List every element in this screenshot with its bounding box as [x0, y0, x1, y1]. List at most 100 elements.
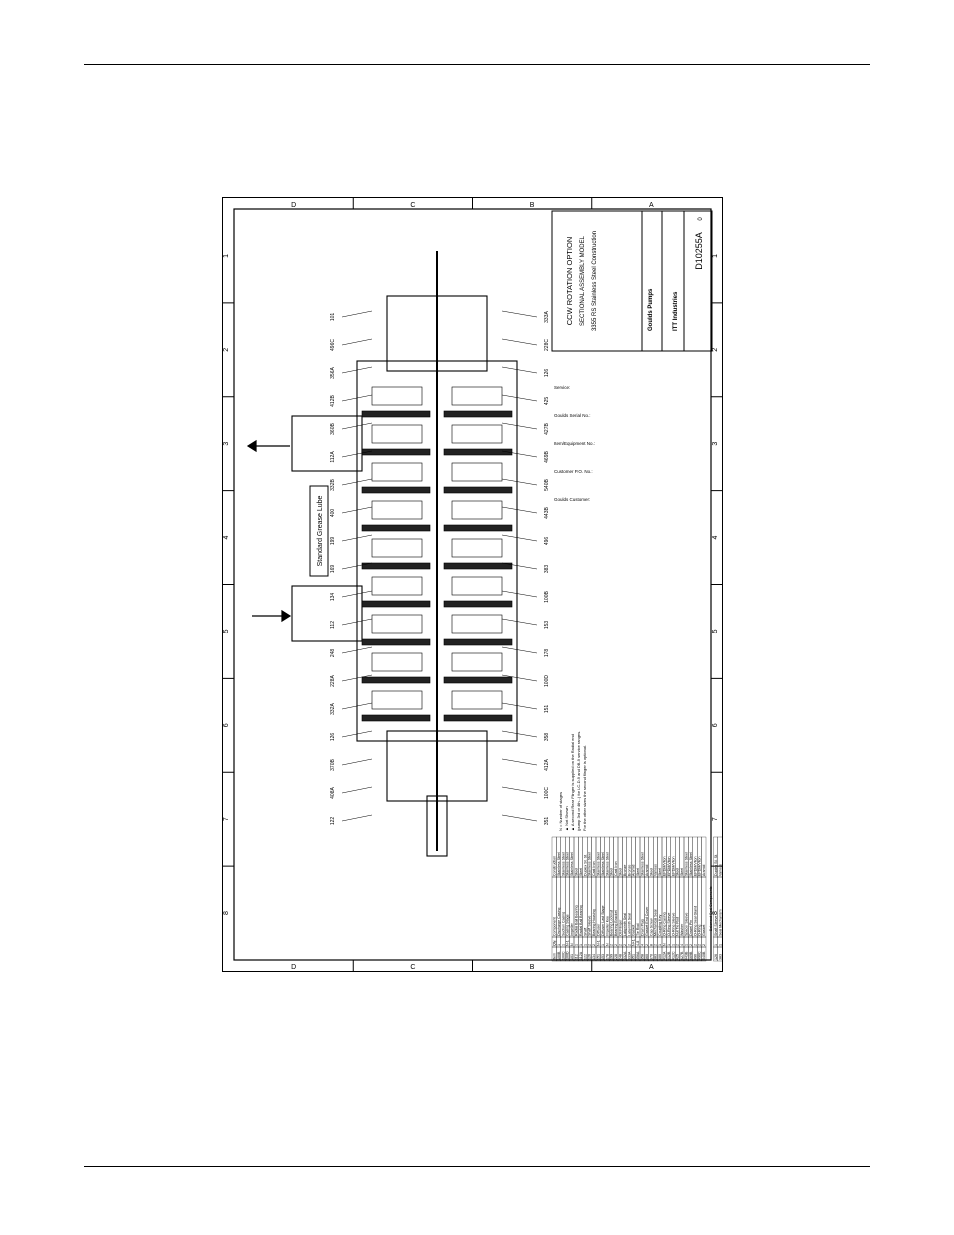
bom-cell-text: Various — [718, 864, 722, 876]
bom-cell-text: Bronze — [627, 865, 631, 876]
bom-cell-text: 151 — [597, 954, 601, 960]
bom-cell-text: 134 — [592, 954, 596, 960]
bom-cell-text: Stainless Steel — [557, 852, 561, 876]
bom-cell-text: 2 — [676, 944, 680, 946]
part-label: 332B — [330, 479, 336, 491]
part-label: 100B — [544, 591, 550, 603]
bom-cell-text: 126 — [714, 954, 718, 960]
bom-cell-text: 412A — [663, 951, 667, 960]
part-label: 228A — [330, 675, 336, 687]
bom-cell-text: O-Ring Casing — [663, 912, 667, 936]
bom-cell-text: 1 — [575, 944, 579, 946]
bom-cell-text: Seal Mechanism — [718, 909, 722, 936]
part-label: 469B — [544, 451, 550, 463]
part-label: 425 — [544, 397, 550, 406]
part-label: 356A — [330, 367, 336, 379]
bom-cell-text: 178 — [605, 954, 609, 960]
zone-letter: B — [530, 202, 535, 209]
stage-upper — [361, 448, 431, 456]
zone-number: 7 — [712, 817, 719, 821]
bom-cell-text: Nut Tie Rod — [676, 917, 680, 936]
bom-cell-text: 2 — [623, 944, 627, 946]
bom-cell-text: Diffuser Last Stage — [601, 906, 605, 937]
bom-header: Item — [553, 953, 557, 960]
bom-cell-text: Gasket End Cover — [645, 906, 649, 936]
bom-cell-text: O-Ring Sleeve — [671, 913, 675, 936]
title-line1: CCW ROTATION OPTION — [565, 237, 574, 325]
impeller-lower — [451, 386, 503, 406]
part-label: 153 — [544, 621, 550, 630]
stage-upper — [361, 600, 431, 608]
zone-letter: A — [649, 202, 654, 209]
bom-cell-text: Steel — [658, 868, 662, 876]
bom-cell-text: Stainless Steel — [641, 852, 645, 876]
zone-letter: D — [291, 964, 296, 971]
bom-cell-text: N — [663, 943, 667, 946]
zone-number: 2 — [223, 348, 230, 352]
title-line3: 3355 RS Stainless Steel Construction — [592, 231, 598, 331]
bom-cell-text: Shaft Sleeve — [588, 916, 592, 936]
part-label: 360B — [330, 423, 336, 435]
bom-cell-text: 496 — [693, 954, 697, 960]
part-label: 126 — [544, 369, 550, 378]
bom-cell-text: 153 — [601, 954, 605, 960]
bom-cell-text: 383 — [654, 954, 658, 960]
zone-number: 1 — [712, 254, 719, 258]
part-label: 496C — [330, 339, 336, 351]
bom-cell-text: 1 — [714, 944, 718, 946]
bom-cell-text: Stainless Steel — [561, 852, 565, 876]
zone-letter: C — [410, 202, 415, 209]
part-label: 122 — [330, 817, 336, 826]
impeller-upper — [371, 614, 423, 634]
bom-cell-text: Steel — [619, 868, 623, 876]
impeller-lower — [451, 652, 503, 672]
customer-fields: Goulds Customer:Customer P.O. No.:Item/E… — [554, 385, 595, 502]
impeller-lower — [451, 690, 503, 710]
stage-lower — [443, 714, 513, 722]
bom-cell-text: Stainless Steel — [685, 852, 689, 876]
bom-cell-text: 1 — [583, 944, 587, 946]
bom-cell-text: 2 — [702, 944, 706, 946]
bom-cell-text: 427B — [680, 951, 684, 960]
part-label: 358 — [544, 733, 550, 742]
bom-cell-text: 2 — [588, 944, 592, 946]
impeller-upper — [371, 576, 423, 596]
part-label: 400 — [330, 509, 336, 518]
bom-cell-text: Bronze — [623, 865, 627, 876]
zone-number: 5 — [712, 629, 719, 633]
bom-cell-text: 400 — [658, 954, 662, 960]
bom-cell-text: 383 — [718, 954, 722, 960]
bom-header: Component — [553, 917, 557, 936]
bom-cell-text: 496C — [698, 951, 702, 960]
zone-number: 4 — [712, 536, 719, 540]
bom-cell-text: 4 — [641, 944, 645, 946]
bom-cell-text: 100D — [566, 951, 570, 960]
bom-cell — [717, 836, 723, 878]
impeller-upper — [371, 500, 423, 520]
stage-upper — [361, 524, 431, 532]
customer-field: Goulds Serial No.: — [554, 413, 591, 418]
bom-cell-text: 2 — [698, 944, 702, 946]
bom-cell-text: N — [570, 943, 574, 946]
pump-outline — [291, 251, 518, 857]
bom-cell-text: 2 — [592, 944, 596, 946]
stage-lower — [443, 448, 513, 456]
zone-number: 7 — [223, 817, 230, 821]
part-label: 199 — [330, 537, 336, 546]
bom-cell-text: EPDM/Viton — [698, 856, 702, 876]
bom-cell-text: Stainless Steel — [570, 852, 574, 876]
bom-cell-text: 1 — [718, 944, 722, 946]
impeller-stages — [361, 386, 513, 722]
company-name: Goulds Pumps — [648, 288, 654, 331]
impeller-upper — [371, 690, 423, 710]
bom-cell-text: 540B — [702, 951, 706, 960]
bom-cell-text: 2 — [689, 944, 693, 946]
revision-number: 0 — [698, 217, 704, 221]
bom-cell-text: Shaft — [583, 928, 587, 936]
bom-cell-text: 1 — [601, 944, 605, 946]
bom-cell-text: 2 — [654, 944, 658, 946]
bom-cell-text: 112 — [575, 954, 579, 960]
bom-cell-text: O-Ring Sleeve — [667, 913, 671, 936]
bom-cell-text: 2 — [645, 944, 649, 946]
part-label: 332A — [330, 703, 336, 715]
